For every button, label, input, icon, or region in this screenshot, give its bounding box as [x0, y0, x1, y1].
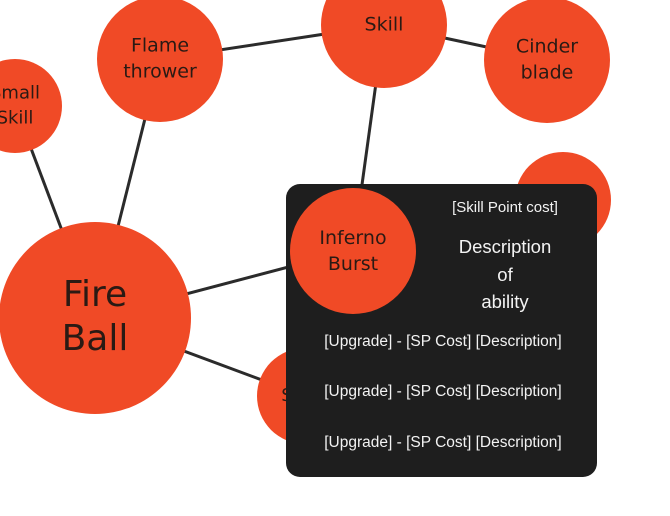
tooltip-node-inferno-burst[interactable]: Inferno Burst	[290, 188, 416, 314]
node-circle-fire-ball	[0, 222, 191, 414]
node-small-skill[interactable]: SmallSkill	[0, 59, 62, 153]
description-line-2: of	[497, 263, 513, 285]
node-label-fire-ball-line-2: Ball	[62, 318, 129, 359]
description-line-3: ability	[481, 291, 529, 312]
node-circle-small-skill	[0, 59, 62, 153]
node-label-small-skill-line-2: Skill	[0, 108, 33, 129]
tooltip-node-label-line-1: Inferno	[319, 227, 387, 249]
upgrade-row-1[interactable]: [Upgrade] - [SP Cost] [Description]	[324, 333, 562, 350]
tooltip-node-label-line-2: Burst	[327, 253, 379, 275]
node-flamethrower[interactable]: Flame thrower	[97, 0, 223, 122]
node-skill-top[interactable]: Skill	[321, 0, 447, 88]
node-label-fire-ball-line-1: Fire	[63, 274, 127, 315]
node-label-small-skill-line-1: Small	[0, 83, 40, 104]
node-circle-skill-top	[321, 0, 447, 88]
node-circle-flamethrower	[97, 0, 223, 122]
node-circle-cinderblade	[484, 0, 610, 123]
description-line-1: Description	[458, 236, 552, 257]
node-label-skill-top-line-1: Skill	[365, 14, 404, 36]
node-label-cinderblade-line-2: blade	[521, 62, 574, 84]
ability-description: Description of ability	[430, 233, 580, 316]
node-label-flamethrower-line-2: thrower	[123, 61, 197, 83]
skill-point-cost: [Skill Point cost]	[452, 199, 558, 216]
node-label-cinderblade-line-1: Cinder	[516, 36, 578, 58]
node-cinderblade[interactable]: Cinder blade	[484, 0, 610, 123]
upgrade-row-2[interactable]: [Upgrade] - [SP Cost] [Description]	[324, 383, 562, 400]
node-label-flamethrower-line-1: Flame	[131, 35, 189, 57]
upgrade-row-3[interactable]: [Upgrade] - [SP Cost] [Description]	[324, 434, 562, 451]
